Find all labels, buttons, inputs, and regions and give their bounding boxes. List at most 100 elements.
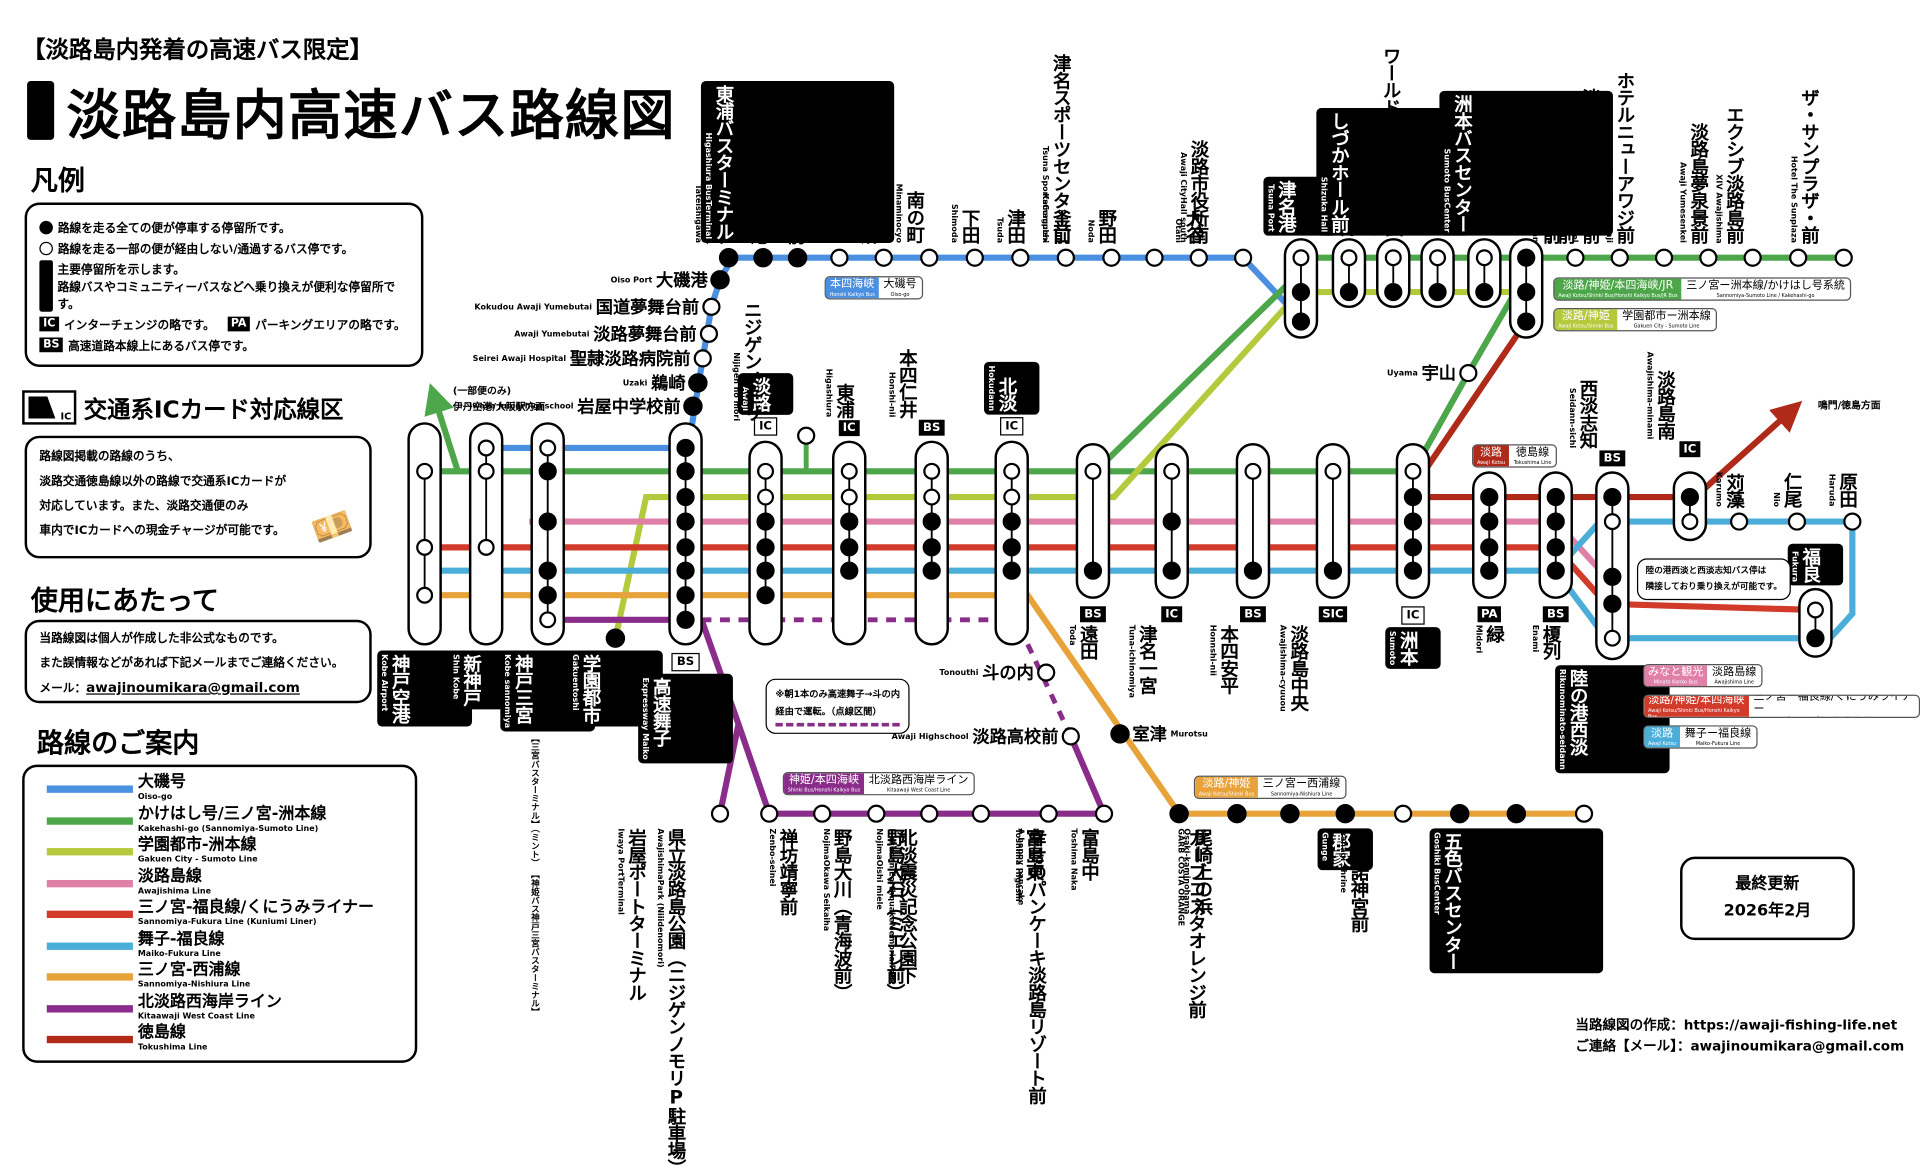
station-name-en: Kuruma: [848, 207, 859, 244]
stop-filled-dot: [1291, 312, 1311, 331]
stop-open-dot: [920, 248, 939, 267]
usage-box: 当路線図は個人が作成した非公式なものです。 また誤情報などがあれば下記メールまで…: [24, 619, 372, 704]
footer-site-link[interactable]: https://awaji-fishing-life.net: [1683, 1017, 1898, 1034]
stop-filled-dot: [1162, 561, 1181, 580]
footer-contact-link[interactable]: awajinoumikara@gmail.com: [1690, 1038, 1905, 1055]
title-bar-icon: [27, 81, 55, 140]
station-name: 高田屋嘉兵衛公園: [1509, 828, 1532, 966]
station-name: 淡路市役所南: [1188, 139, 1211, 244]
station-name: 淡路夢舞台前: [593, 325, 697, 345]
email-label: メール：: [39, 682, 87, 696]
stop-filled-dot: [1339, 283, 1359, 302]
route-name: 三ノ宮-西浦線: [137, 960, 241, 980]
stop-filled-dot: [756, 538, 775, 557]
station-name-en: Otani: [1173, 218, 1184, 244]
email-link[interactable]: awajinoumikara@gmail.com: [86, 679, 300, 696]
stop-open-dot: [920, 804, 939, 823]
stop-open-dot: [797, 426, 816, 445]
station-name-en: Kokudou Awaji Yumebutai: [474, 301, 593, 312]
stop-open-dot: [813, 804, 832, 823]
ic-card-icon: IC: [22, 390, 77, 425]
station-name-en: Kamaguchi: [1040, 193, 1051, 244]
stop-filled-dot: [1603, 594, 1622, 613]
stop-filled-dot: [538, 586, 557, 605]
stop-open-dot: [1566, 248, 1585, 267]
